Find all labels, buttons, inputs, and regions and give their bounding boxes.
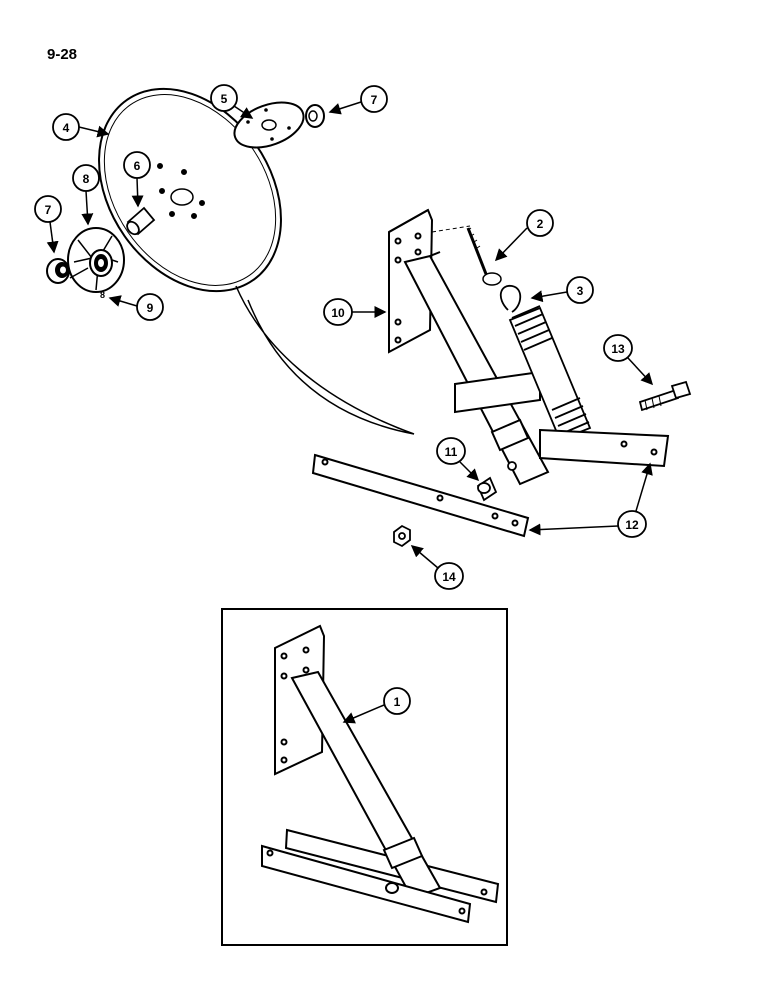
callout-8: 8 bbox=[72, 164, 100, 226]
callout-2: 2 bbox=[494, 209, 554, 262]
callout-7-left: 7 bbox=[34, 195, 62, 254]
svg-text:2: 2 bbox=[537, 217, 544, 231]
nut-top bbox=[305, 104, 325, 128]
svg-text:6: 6 bbox=[134, 159, 141, 173]
grease-fitting-mark: 8 bbox=[100, 290, 105, 300]
svg-text:3: 3 bbox=[577, 284, 584, 298]
page-number: 9-28 bbox=[47, 46, 78, 63]
svg-text:11: 11 bbox=[445, 445, 458, 459]
inset-frame bbox=[221, 608, 508, 946]
svg-text:10: 10 bbox=[331, 306, 345, 320]
bushing bbox=[476, 461, 517, 502]
frame-bar-rear bbox=[539, 428, 670, 468]
callout-7-top: 7 bbox=[328, 85, 388, 115]
svg-text:12: 12 bbox=[625, 518, 639, 532]
sweep-arc bbox=[235, 285, 415, 435]
hub-plate bbox=[233, 101, 305, 149]
eye-bolt bbox=[466, 227, 502, 286]
svg-text:1: 1 bbox=[394, 695, 401, 709]
spacer-tube bbox=[126, 206, 156, 236]
callout-9: 9 bbox=[108, 293, 164, 321]
callout-3: 3 bbox=[530, 276, 594, 304]
svg-text:5: 5 bbox=[221, 92, 228, 106]
callout-5: 5 bbox=[210, 84, 254, 119]
svg-text:7: 7 bbox=[45, 203, 52, 217]
callout-12: 12 bbox=[528, 462, 653, 538]
svg-text:7: 7 bbox=[371, 93, 378, 107]
callout-11: 11 bbox=[436, 437, 480, 482]
callout-13: 13 bbox=[603, 334, 654, 386]
svg-text:14: 14 bbox=[442, 570, 456, 584]
callout-6: 6 bbox=[123, 151, 151, 208]
nut-left bbox=[46, 258, 70, 284]
frame-bar-front bbox=[311, 453, 530, 538]
svg-text:8: 8 bbox=[83, 172, 90, 186]
assembled-frame bbox=[261, 624, 500, 924]
callout-4: 4 bbox=[52, 113, 110, 141]
svg-text:9: 9 bbox=[147, 301, 154, 315]
callout-10: 10 bbox=[323, 298, 387, 326]
hex-nut bbox=[393, 524, 411, 548]
frame-arm bbox=[388, 208, 550, 486]
svg-text:4: 4 bbox=[63, 121, 70, 135]
svg-text:13: 13 bbox=[611, 342, 625, 356]
bolt bbox=[638, 380, 692, 412]
callout-14: 14 bbox=[410, 545, 464, 590]
wheel-hub bbox=[67, 227, 125, 293]
callout-1: 1 bbox=[342, 687, 411, 724]
